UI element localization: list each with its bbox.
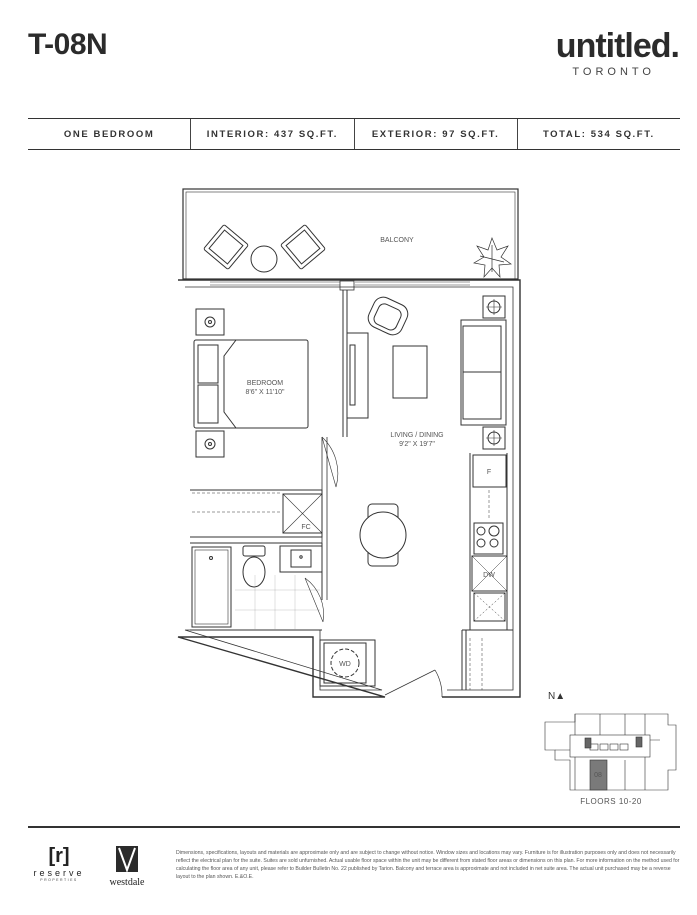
label-living: LIVING / DINING (390, 432, 443, 439)
living-dining: LIVING / DINING 9'2" X 19'7" (346, 295, 507, 567)
vanity (279, 545, 323, 573)
key-plan-floors: FLOORS 10-20 (580, 797, 642, 806)
reserve-logo: [r] reserve PROPERTIES (28, 845, 90, 882)
balcony-chair (203, 224, 249, 270)
dishwasher: DW (471, 555, 508, 592)
bed (193, 339, 309, 429)
cooktop (473, 522, 504, 555)
tv-console (346, 332, 369, 419)
key-plan: 08 (544, 713, 677, 791)
balcony-table (250, 245, 278, 273)
label-bedroom-dim: 8'6" X 11'10" (245, 389, 285, 396)
outlet-icon (482, 295, 506, 319)
north-indicator: N▲ (548, 691, 565, 702)
kitchen: F DW (469, 453, 508, 690)
bathroom (191, 545, 324, 630)
unit-code: T-08N (28, 28, 108, 61)
reserve-mark: [r] (48, 845, 70, 867)
toilet (242, 545, 266, 588)
fridge: F (472, 454, 507, 488)
fan-coil: FC (282, 493, 323, 534)
label-bedroom: BEDROOM (247, 380, 283, 387)
label-washer-dryer: WD (339, 661, 351, 668)
label-balcony: BALCONY (380, 237, 414, 244)
disclaimer: Dimensions, specifications, layouts and … (176, 850, 680, 880)
key-plan-unit-highlight (589, 759, 608, 791)
westdale-mark-icon (116, 846, 138, 873)
coffee-table (392, 345, 428, 399)
dining-table (359, 503, 407, 567)
entry-door (384, 669, 443, 698)
outlet-icon (482, 426, 506, 450)
label-fridge: F (487, 469, 491, 476)
spec-exterior: EXTERIOR: 97 SQ.FT. (353, 119, 517, 149)
label-living-dim: 9'2" X 19'7" (399, 441, 435, 448)
bathtub (191, 546, 232, 628)
nightstand (195, 430, 225, 458)
brand-logo: untitled. (555, 27, 680, 65)
plant-icon (473, 237, 512, 279)
reserve-name: reserve (33, 868, 85, 878)
spec-total: TOTAL: 534 SQ.FT. (516, 119, 680, 149)
armchair (367, 296, 409, 336)
westdale-name: westdale (109, 877, 145, 888)
label-dishwasher: DW (483, 572, 495, 579)
spec-interior: INTERIOR: 437 SQ.FT. (190, 119, 353, 149)
balcony: BALCONY (182, 188, 519, 280)
laundry: WD (319, 639, 376, 687)
sofa (460, 319, 507, 426)
brand-city: TORONTO (572, 66, 655, 78)
footer-divider (28, 826, 680, 828)
balcony-chair (280, 224, 326, 270)
label-fc: FC (301, 524, 310, 531)
specs-bar: ONE BEDROOM INTERIOR: 437 SQ.FT. EXTERIO… (28, 118, 680, 150)
key-plan-unit: 08 (594, 772, 602, 779)
reserve-sub: PROPERTIES (40, 878, 78, 882)
walls (177, 279, 521, 698)
spec-unit-type: ONE BEDROOM (63, 128, 155, 140)
westdale-logo: westdale (104, 846, 150, 888)
kitchen-sink (473, 592, 506, 622)
bedroom: BEDROOM 8'6" X 11'10" FC (192, 308, 339, 534)
nightstand (195, 308, 225, 336)
